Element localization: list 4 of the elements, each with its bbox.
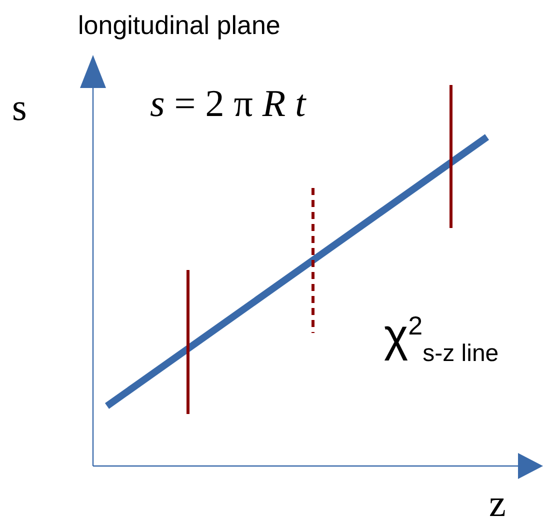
- axis-label: s: [12, 86, 27, 130]
- axis-label: z: [489, 482, 506, 523]
- formula: s = 2 π R t: [150, 82, 306, 126]
- plot-title: longitudinal plane: [78, 10, 280, 41]
